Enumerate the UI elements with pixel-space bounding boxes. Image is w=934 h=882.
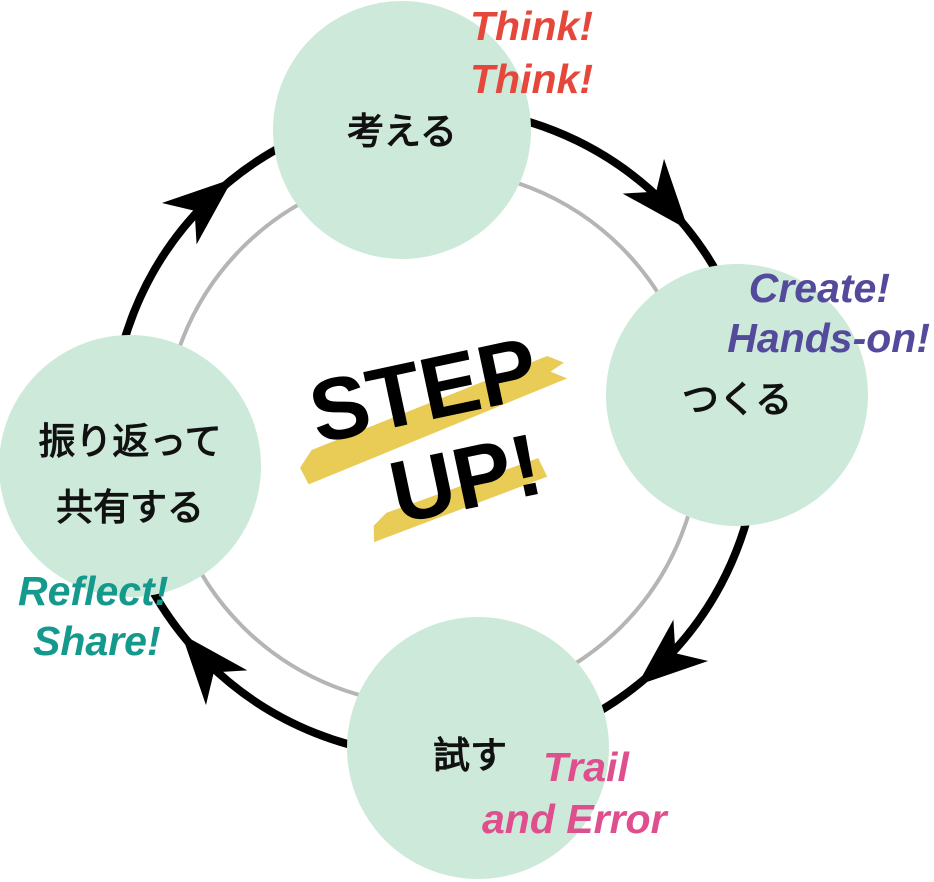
arrowhead-icon [637,619,709,686]
reflect-text-1: Reflect! [18,568,168,614]
trail-text-2: and Error [482,796,669,842]
step-label-create: つくる [682,378,792,421]
highlight-stroke [373,458,548,543]
step-label-try: 試す [433,734,507,777]
reflect-text-2: Share! [33,618,161,664]
step-label-reflect-1: 振り返って [38,420,221,463]
create-text-1: Create! [749,265,890,311]
step-circle-create [606,264,868,526]
step-label-reflect-2: 共有する [56,486,204,529]
think-text-2: Think! [470,56,593,102]
step-up-title: STEP UP! [300,318,568,543]
create-text-2: Hands-on! [727,315,930,361]
step-circle-try [347,617,609,879]
arrowhead-icon [161,178,233,245]
arrowhead-icon [622,158,689,230]
step-label-think: 考える [347,110,457,153]
think-text-1: Think! [470,3,593,49]
arrowhead-icon [181,634,248,706]
highlight-stroke [300,356,568,485]
step-circle-reflect [0,335,261,597]
step-circle-think [273,1,531,259]
trail-text-1: Trail [543,744,630,790]
